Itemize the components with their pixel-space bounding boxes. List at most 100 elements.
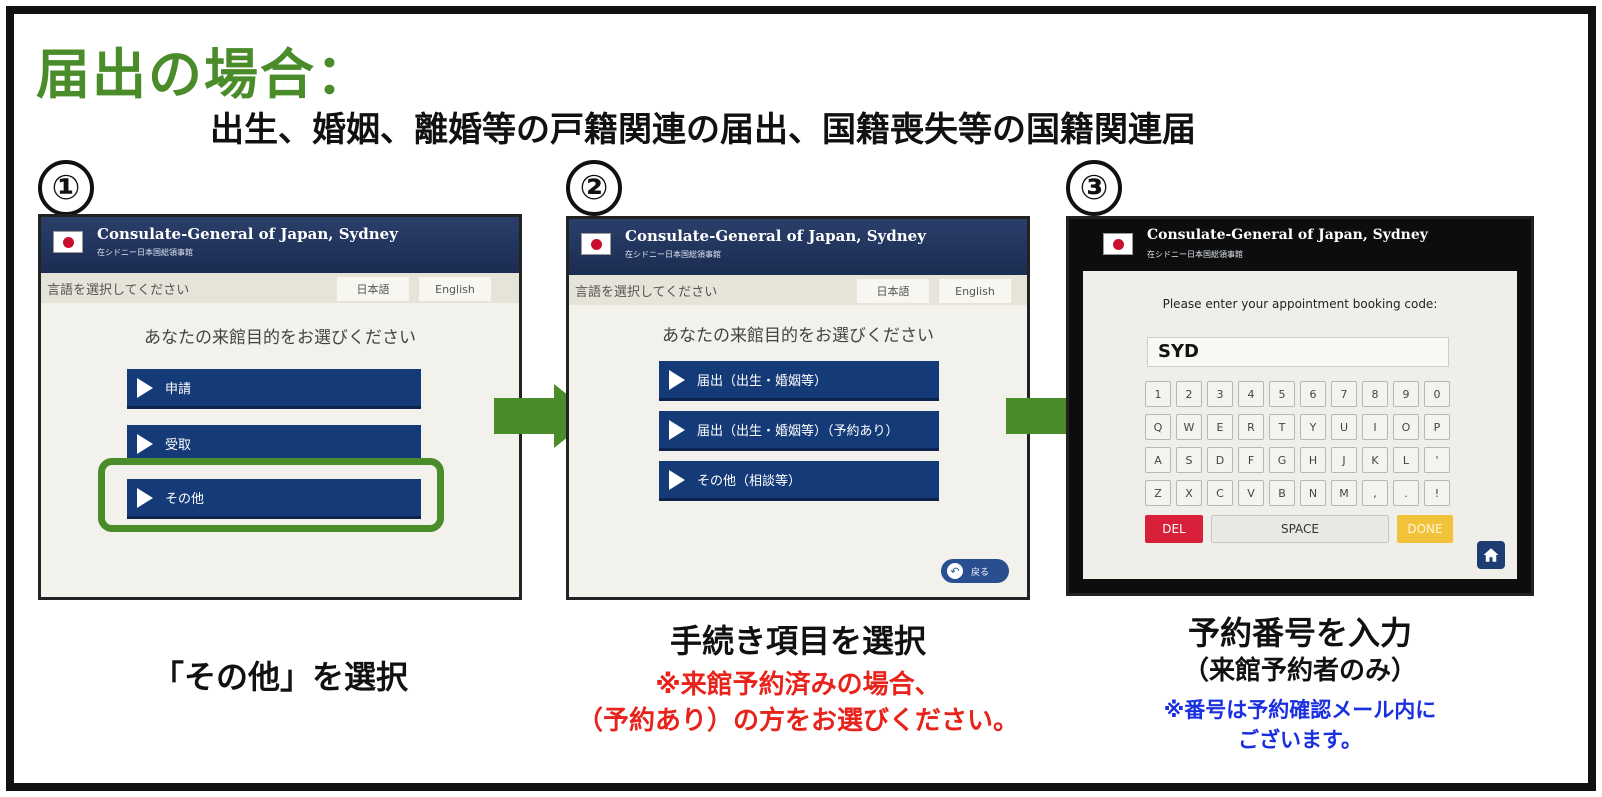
booking-code-prompt: Please enter your appointment booking co…: [1162, 297, 1438, 311]
play-icon: [137, 433, 153, 454]
key[interactable]: X: [1176, 480, 1202, 506]
key[interactable]: E: [1207, 414, 1233, 440]
kiosk-header-title: Consulate-General of Japan, Sydney: [625, 227, 926, 245]
key[interactable]: I: [1362, 414, 1388, 440]
language-english-button[interactable]: English: [939, 279, 1011, 303]
kiosk-header: Consulate-General of Japan, Sydney 在シドニー…: [41, 217, 519, 273]
keypad-panel: Please enter your appointment booking co…: [1083, 271, 1517, 579]
back-arrow-icon: ↶: [947, 563, 963, 579]
key[interactable]: S: [1176, 447, 1202, 473]
key[interactable]: !: [1424, 480, 1450, 506]
key[interactable]: 9: [1393, 381, 1419, 407]
language-prompt: 言語を選択してください: [47, 283, 190, 298]
option-label: その他（相談等）: [697, 474, 802, 489]
key[interactable]: L: [1393, 447, 1419, 473]
key[interactable]: F: [1238, 447, 1264, 473]
kiosk-header-subtitle: 在シドニー日本国総領事館: [1147, 250, 1243, 259]
back-button[interactable]: ↶ 戻る: [941, 559, 1009, 583]
key[interactable]: B: [1269, 480, 1295, 506]
key[interactable]: 1: [1145, 381, 1171, 407]
option-apply-button[interactable]: 申請: [127, 369, 421, 409]
key[interactable]: 0: [1424, 381, 1450, 407]
key[interactable]: D: [1207, 447, 1233, 473]
step-3-caption: 予約番号を入力: [1187, 614, 1412, 652]
step-2-note-line1: ※来館予約済みの場合、: [655, 670, 941, 700]
play-icon: [669, 419, 685, 440]
key[interactable]: Z: [1145, 480, 1171, 506]
language-bar: 言語を選択してください 日本語 English: [41, 273, 519, 303]
space-key[interactable]: SPACE: [1211, 515, 1389, 543]
key[interactable]: U: [1331, 414, 1357, 440]
japan-flag-icon: [1103, 233, 1133, 255]
purpose-prompt: あなたの来館目的をお選びください: [144, 328, 416, 348]
key[interactable]: Y: [1300, 414, 1326, 440]
kiosk-header-title: Consulate-General of Japan, Sydney: [97, 225, 398, 243]
option-notification-reserved-button[interactable]: 届出（出生・婚姻等）（予約あり）: [659, 411, 939, 451]
japan-flag-icon: [53, 231, 83, 253]
language-english-button[interactable]: English: [419, 277, 491, 301]
key[interactable]: V: [1238, 480, 1264, 506]
step-1-caption: 「その他」を選択: [151, 658, 408, 696]
key[interactable]: 5: [1269, 381, 1295, 407]
key[interactable]: G: [1269, 447, 1295, 473]
option-consultation-button[interactable]: その他（相談等）: [659, 461, 939, 501]
done-key[interactable]: DONE: [1397, 515, 1453, 543]
option-label: 受取: [165, 438, 192, 453]
option-label: 届出（出生・婚姻等）: [697, 374, 828, 389]
step-3-number: ③: [1066, 160, 1122, 216]
key[interactable]: 4: [1238, 381, 1264, 407]
kiosk-header-subtitle: 在シドニー日本国総領事館: [625, 250, 721, 259]
key[interactable]: R: [1238, 414, 1264, 440]
key[interactable]: J: [1331, 447, 1357, 473]
page-subtitle: 出生、婚姻、離婚等の戸籍関連の届出、国籍喪失等の国籍関連届: [210, 110, 1196, 150]
key[interactable]: 3: [1207, 381, 1233, 407]
key[interactable]: C: [1207, 480, 1233, 506]
kiosk-header: Consulate-General of Japan, Sydney 在シドニー…: [569, 219, 1027, 275]
kiosk-header-title: Consulate-General of Japan, Sydney: [1147, 227, 1428, 243]
step-2-screen: Consulate-General of Japan, Sydney 在シドニー…: [566, 216, 1030, 600]
key[interactable]: 6: [1300, 381, 1326, 407]
step-3-note-line1: ※番号は予約確認メール内に: [1163, 698, 1437, 722]
key[interactable]: 8: [1362, 381, 1388, 407]
key[interactable]: M: [1331, 480, 1357, 506]
option-notification-button[interactable]: 届出（出生・婚姻等）: [659, 361, 939, 401]
key[interactable]: W: [1176, 414, 1202, 440]
language-japanese-button[interactable]: 日本語: [857, 279, 929, 303]
option-label: その他: [165, 492, 205, 507]
japan-flag-icon: [581, 233, 611, 255]
page-title: 届出の場合：: [36, 43, 372, 106]
key[interactable]: K: [1362, 447, 1388, 473]
key[interactable]: 2: [1176, 381, 1202, 407]
step-3-note-line2: ございます。: [1238, 728, 1362, 752]
key[interactable]: T: [1269, 414, 1295, 440]
step-2-number: ②: [566, 160, 622, 216]
key[interactable]: ': [1424, 447, 1450, 473]
key[interactable]: A: [1145, 447, 1171, 473]
language-japanese-button[interactable]: 日本語: [337, 277, 409, 301]
key[interactable]: .: [1393, 480, 1419, 506]
option-label: 申請: [165, 382, 192, 397]
kiosk-header: Consulate-General of Japan, Sydney 在シドニー…: [1069, 219, 1531, 271]
key[interactable]: N: [1300, 480, 1326, 506]
language-prompt: 言語を選択してください: [575, 285, 718, 300]
step-2-caption: 手続き項目を選択: [669, 622, 926, 660]
option-label: 届出（出生・婚姻等）（予約あり）: [697, 424, 899, 439]
booking-code-input[interactable]: SYD: [1147, 337, 1449, 367]
key[interactable]: Q: [1145, 414, 1171, 440]
other-option-highlight: [98, 458, 444, 532]
play-icon: [137, 377, 153, 398]
step-3-screen: Consulate-General of Japan, Sydney 在シドニー…: [1066, 216, 1534, 596]
delete-key[interactable]: DEL: [1145, 515, 1203, 543]
key[interactable]: ,: [1362, 480, 1388, 506]
home-button[interactable]: [1477, 541, 1505, 569]
step-3-caption-sub: （来館予約者のみ）: [1182, 656, 1417, 686]
key[interactable]: 7: [1331, 381, 1357, 407]
key[interactable]: O: [1393, 414, 1419, 440]
key[interactable]: H: [1300, 447, 1326, 473]
option-other-button[interactable]: その他: [127, 479, 421, 519]
step-1-number: ①: [38, 160, 94, 216]
key[interactable]: P: [1424, 414, 1450, 440]
play-icon: [669, 369, 685, 390]
back-label: 戻る: [971, 567, 990, 578]
home-icon: [1483, 548, 1499, 562]
